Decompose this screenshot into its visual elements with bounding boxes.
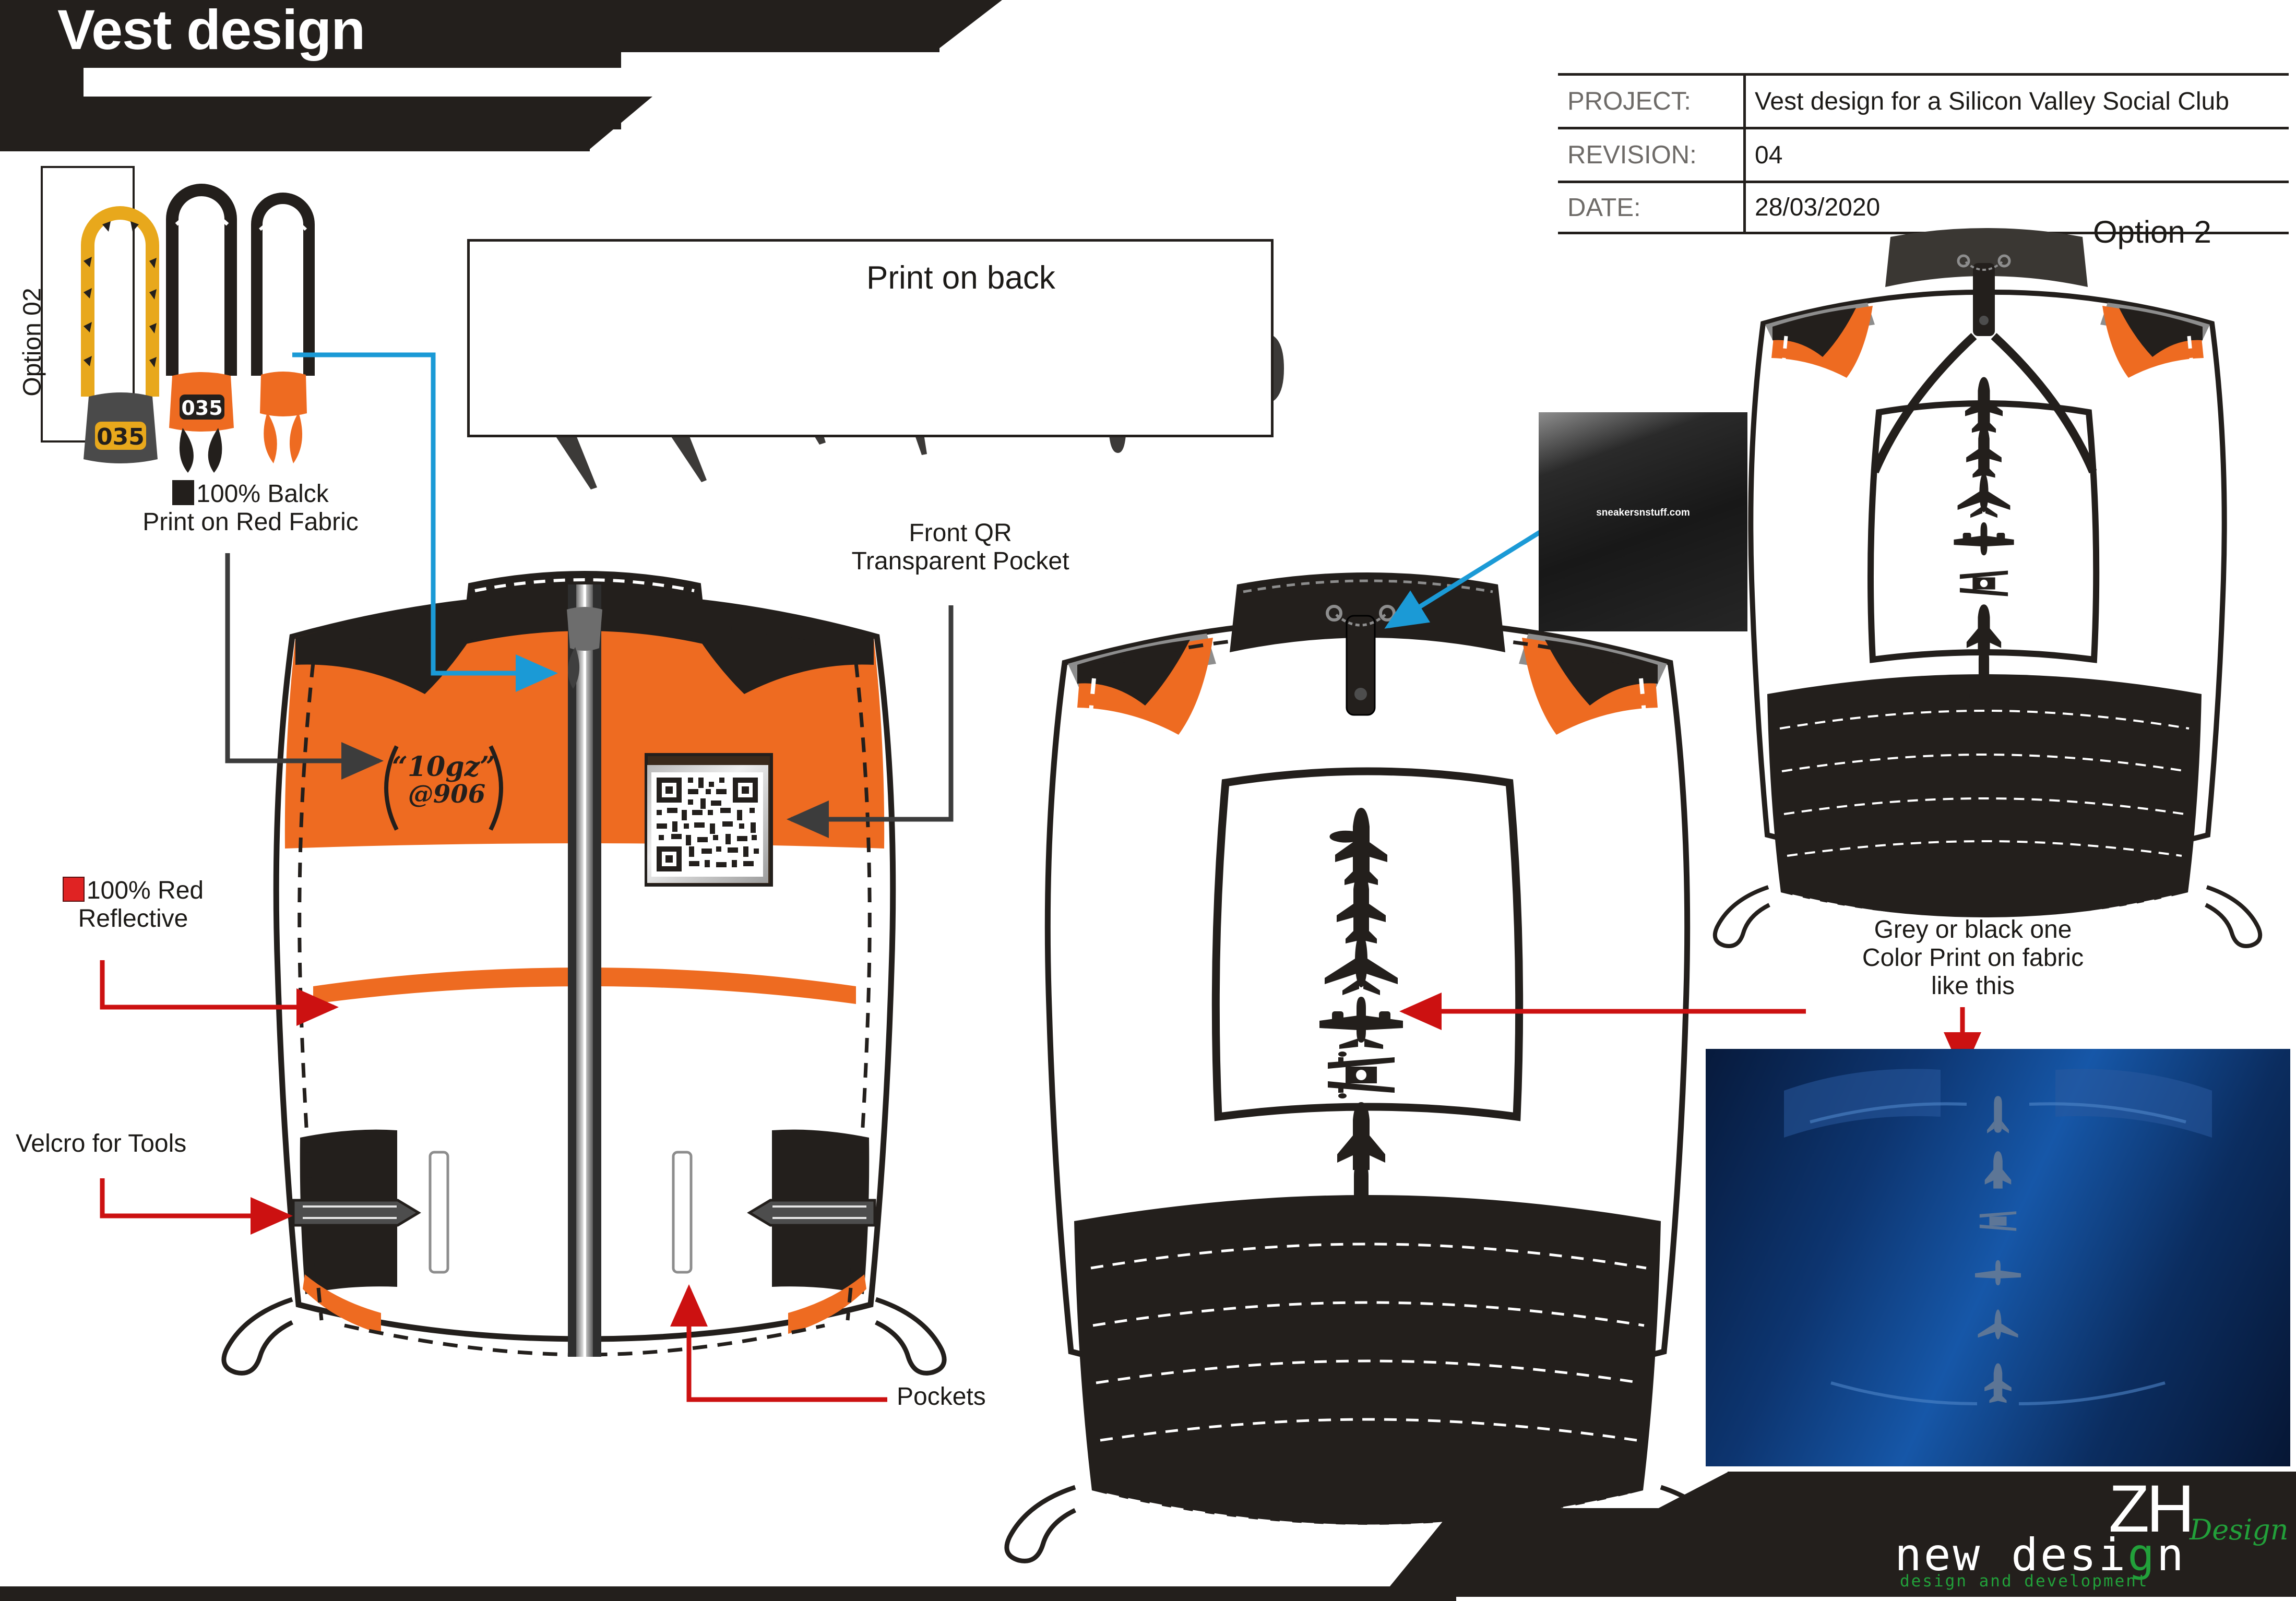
photo-watermark: sneakersnstuff.com (1596, 507, 1690, 519)
header-triangle-top (934, 0, 1002, 52)
titleblock-key-project: PROJECT: (1567, 87, 1691, 115)
header-band (0, 0, 939, 52)
annotation-front-qr-line2: Transparent Pocket (851, 547, 1069, 575)
option2-aircraft-spine-print (1954, 377, 2014, 698)
orange-zipper-pull-icon: 035 (166, 184, 237, 473)
back-vest-illustration (1004, 572, 1732, 1563)
logo-zh-mark: ZH (2109, 1472, 2195, 1546)
page-title: Vest design (57, 0, 365, 61)
leader-photo-to-collar-tab (1384, 530, 1541, 629)
collar-reference-photo: sneakersnstuff.com (1539, 412, 1747, 631)
leader-front-qr-to-pocket (787, 605, 954, 838)
logo-name-g: g (2127, 1529, 2157, 1581)
print-on-back-title: Print on back (866, 260, 1055, 296)
titleblock: PROJECT: Vest design for a Silicon Valle… (1558, 73, 2289, 235)
annotation-velcro: Velcro for Tools (16, 1130, 187, 1157)
annotation-red-line2: Reflective (78, 904, 188, 933)
annotation-grey-black-line3: like this (1931, 972, 2015, 1000)
leader-reflective-to-stripe (100, 960, 339, 1026)
annotation-grey-black-line2: Color Print on fabric (1862, 943, 2084, 972)
titleblock-key-revision: REVISION: (1567, 141, 1697, 169)
footer-band (1451, 1508, 2296, 1601)
footer-triangle (1378, 1508, 1454, 1601)
red-swatch-icon (62, 877, 85, 902)
footer-white-line (1456, 1597, 2296, 1601)
annotation-pockets: Pockets (897, 1383, 986, 1411)
chest-logo-mark: “10gz” @906 (384, 745, 504, 831)
option2-hem-cord-left (1712, 885, 1770, 948)
hem-cord-loop-right (875, 1297, 947, 1376)
black-swatch-icon (172, 480, 195, 505)
footer-band-upper (1728, 1472, 2296, 1510)
zipper-tag-number: 035 (97, 424, 145, 450)
titleblock-divider (1743, 183, 1746, 232)
annotation-black-print: 100% Balck Print on Red Fabric (89, 480, 412, 536)
logo-design-script: Design (2190, 1513, 2289, 1546)
titleblock-divider (1743, 129, 1746, 181)
zipper-pull-tag-gold: 035 (84, 392, 158, 463)
leader-pockets-to-slit (670, 1284, 887, 1402)
annotation-front-qr-line1: Front QR (909, 519, 1012, 547)
annotation-black-print-line2: Print on Red Fabric (142, 508, 359, 536)
titleblock-divider (1743, 76, 1746, 127)
logo-tagline: design and development (1900, 1572, 2149, 1591)
leader-black-print-to-logo (225, 553, 384, 780)
header-triangle-bottom (587, 97, 652, 151)
annotation-black-print-line1: 100% Balck (196, 480, 329, 508)
zipper-tag-number-2: 035 (181, 397, 222, 420)
back-hem-cord-left (1004, 1485, 1076, 1563)
annotation-red-reflective: 100% Red Reflective (23, 877, 243, 933)
option-2-label: Option 2 (2093, 214, 2211, 249)
back-print-reference-photo (1706, 1049, 2290, 1466)
footer-left-band (0, 1586, 1409, 1601)
annotation-grey-black-print: Grey or black one Color Print on fabric … (1816, 916, 2130, 1000)
qr-code-icon (657, 778, 759, 871)
logo-name-part1: new desi (1895, 1529, 2128, 1581)
svg-text:@906: @906 (408, 780, 485, 809)
hem-cord-loop-left (221, 1297, 293, 1376)
titleblock-row-revision: REVISION: 04 (1558, 127, 2289, 181)
titleblock-value-project: Vest design for a Silicon Valley Social … (1755, 87, 2229, 115)
svg-text:“10gz”: “10gz” (392, 751, 495, 783)
leader-zipper-pull-to-vest (292, 352, 558, 692)
velcro-strap-right (747, 1199, 876, 1227)
option2-vest-illustration (1712, 228, 2263, 948)
back-aircraft-spine-print (1319, 808, 1403, 1229)
header-band-third (0, 97, 590, 151)
leader-velcro-to-strap (100, 1178, 293, 1235)
velcro-strap-left (292, 1199, 421, 1227)
footer-triangle-upper (1655, 1472, 1729, 1510)
titleblock-value-date: 28/03/2020 (1755, 194, 1881, 221)
annotation-grey-black-line1: Grey or black one (1874, 916, 2072, 943)
black-zipper-pull-icon (251, 193, 315, 463)
annotation-front-qr: Front QR Transparent Pocket (814, 519, 1107, 576)
titleblock-key-date: DATE: (1567, 193, 1641, 222)
annotation-red-line1: 100% Red (86, 877, 204, 904)
titleblock-value-revision: 04 (1755, 141, 1783, 169)
front-qr-transparent-pocket (645, 753, 773, 887)
logo-new-design-wordmark: new design (1895, 1529, 2186, 1581)
front-vest-illustration: “10gz” @906 (221, 571, 947, 1376)
titleblock-row-project: PROJECT: Vest design for a Silicon Valle… (1558, 73, 2289, 127)
gold-zipper-cord-icon (81, 206, 159, 397)
option2-hem-cord-right (2205, 885, 2263, 948)
logo-name-part2: n (2157, 1529, 2186, 1581)
print-on-back-panel (467, 239, 1274, 437)
header-white-stripe (84, 68, 637, 97)
